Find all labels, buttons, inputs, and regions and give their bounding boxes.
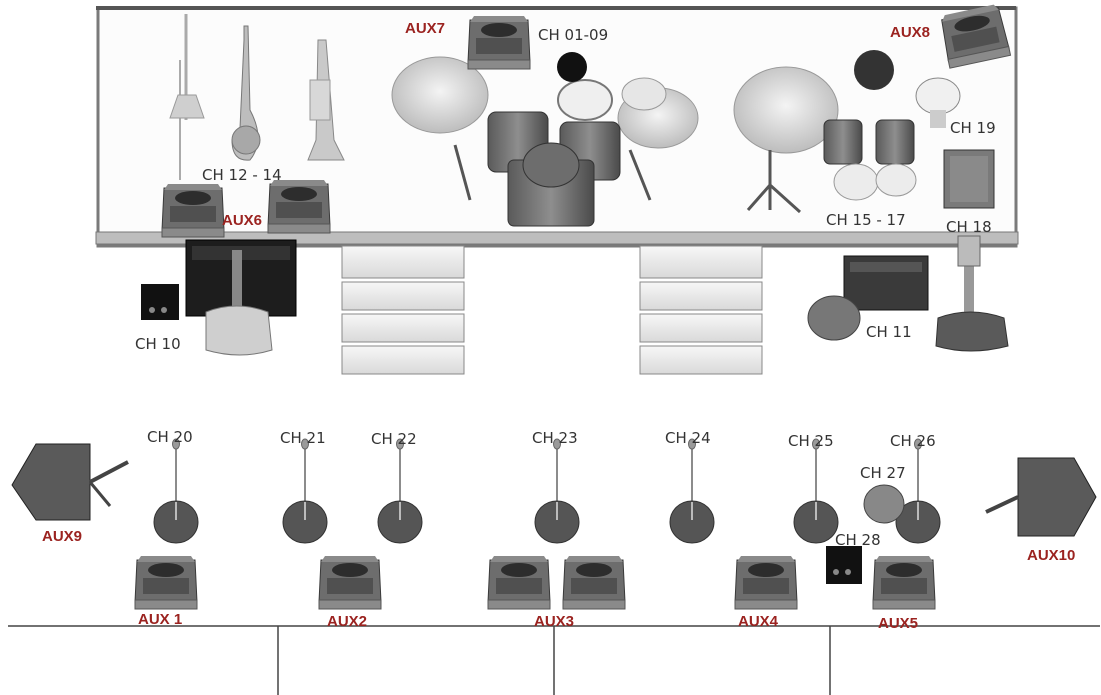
microphone-icon bbox=[534, 438, 580, 544]
cymbal-icon bbox=[807, 295, 861, 341]
monitor-wedge-icon bbox=[161, 183, 225, 238]
channel-label: CH 15 - 17 bbox=[826, 211, 906, 229]
aux-label: AUX8 bbox=[890, 24, 931, 41]
channel-label: CH 24 bbox=[665, 429, 711, 447]
pa-speaker-icon bbox=[985, 457, 1097, 537]
aux-label: AUX6 bbox=[222, 212, 263, 229]
monitor-wedge-icon bbox=[562, 555, 626, 610]
microphone-icon bbox=[282, 438, 328, 544]
trombone-icon bbox=[169, 14, 205, 180]
monitor-wedge-icon bbox=[267, 179, 331, 234]
channel-label: CH 10 bbox=[135, 335, 181, 353]
cajon-icon bbox=[943, 149, 995, 209]
di-box-icon bbox=[826, 546, 862, 584]
monitor-wedge-icon bbox=[487, 555, 551, 610]
bongos-icon bbox=[823, 50, 961, 201]
microphone-icon bbox=[793, 438, 839, 544]
drum-kit-icon bbox=[391, 52, 699, 227]
channel-label: CH 28 bbox=[835, 531, 881, 549]
microphone-icon bbox=[377, 438, 423, 544]
aux-label: AUX9 bbox=[42, 528, 83, 545]
microphone-icon bbox=[669, 438, 715, 544]
monitor-wedge-icon bbox=[872, 555, 936, 610]
monitor-wedge-icon bbox=[134, 555, 198, 610]
channel-label: CH 22 bbox=[371, 430, 417, 448]
microphone-icon bbox=[153, 438, 199, 544]
channel-label: CH 01-09 bbox=[538, 26, 609, 44]
channel-label: CH 21 bbox=[280, 429, 326, 447]
front-grid bbox=[8, 625, 1100, 695]
bass-guitar-icon bbox=[205, 250, 273, 356]
microphone-icon bbox=[895, 438, 941, 544]
channel-label: CH 19 bbox=[950, 119, 996, 137]
aux-label: AUX5 bbox=[878, 615, 919, 632]
aux-label: AUX2 bbox=[327, 613, 368, 630]
channel-label: CH 26 bbox=[890, 432, 936, 450]
cymbal-icon bbox=[733, 66, 839, 214]
microphone-icon bbox=[863, 484, 905, 524]
keyboard-amp-icon bbox=[843, 255, 929, 311]
electric-guitar-icon bbox=[935, 235, 1009, 352]
monitor-wedge-icon bbox=[467, 15, 531, 70]
stage-riser-icon bbox=[341, 245, 465, 375]
monitor-wedge-icon bbox=[318, 555, 382, 610]
channel-label: CH 18 bbox=[946, 218, 992, 236]
aux-label: AUX10 bbox=[1027, 547, 1076, 564]
channel-label: CH 11 bbox=[866, 323, 912, 341]
monitor-wedge-icon bbox=[734, 555, 798, 610]
channel-label: CH 20 bbox=[147, 428, 193, 446]
aux-label: AUX7 bbox=[405, 20, 446, 37]
channel-label: CH 23 bbox=[532, 429, 578, 447]
channel-label: CH 12 - 14 bbox=[202, 166, 282, 184]
stage-riser-icon bbox=[639, 245, 763, 375]
aux-label: AUX3 bbox=[534, 613, 575, 630]
channel-label: CH 25 bbox=[788, 432, 834, 450]
aux-label: AUX 1 bbox=[138, 611, 183, 628]
saxophone-icon bbox=[231, 25, 261, 161]
channel-label: CH 27 bbox=[860, 464, 906, 482]
di-box-icon bbox=[141, 284, 179, 320]
trumpet-icon bbox=[307, 39, 345, 161]
pa-speaker-icon bbox=[11, 443, 129, 521]
aux-label: AUX4 bbox=[738, 613, 779, 630]
